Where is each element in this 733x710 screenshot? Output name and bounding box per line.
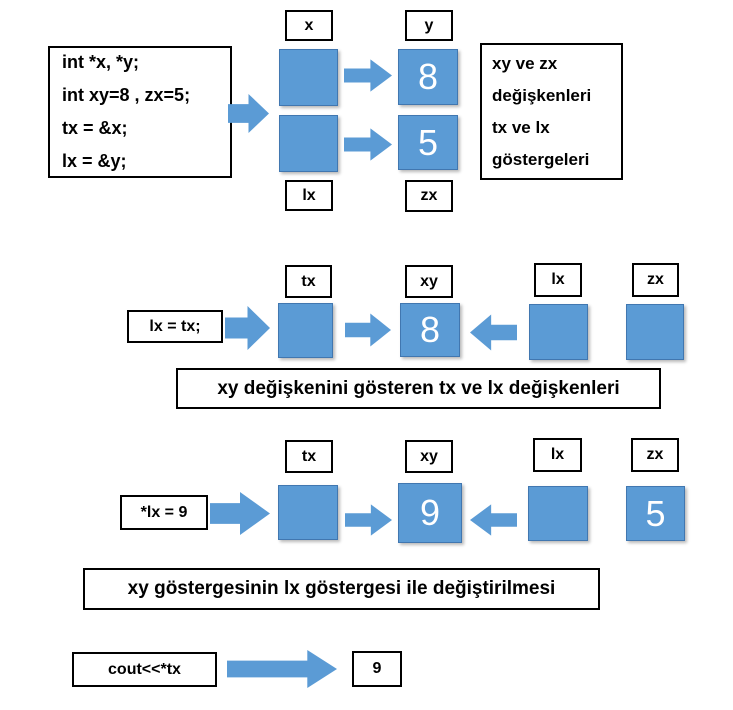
memory-cell-tx bbox=[278, 485, 338, 540]
variable-label-tx: tx bbox=[285, 265, 332, 298]
label-text: lx bbox=[302, 186, 316, 204]
note-line-1: xy ve zx bbox=[492, 53, 558, 73]
pointer-arrow-lx-to-zx-icon bbox=[344, 128, 392, 161]
code-line-1: int *x, *y; bbox=[62, 52, 140, 72]
label-text: zx bbox=[647, 271, 664, 288]
statement-box: *lx = 9 bbox=[120, 495, 208, 530]
label-text: lx bbox=[551, 271, 565, 288]
statement-box: cout<<*tx bbox=[72, 652, 217, 687]
code-box: int *x, *y; int xy=8 , zx=5; tx = &x; lx… bbox=[48, 46, 232, 178]
memory-cell-zx bbox=[626, 304, 684, 360]
note-line-2: değişkenleri bbox=[492, 85, 592, 105]
label-text: xy bbox=[420, 447, 438, 465]
cell-value: 9 bbox=[419, 492, 441, 533]
statement-text: lx = tx; bbox=[149, 317, 201, 335]
variable-label-tx: tx bbox=[285, 440, 333, 473]
pointer-arrow-lx-to-xy-icon bbox=[470, 504, 517, 536]
cell-value: 8 bbox=[417, 56, 439, 97]
label-text: tx bbox=[301, 447, 317, 465]
cell-value: 5 bbox=[645, 492, 666, 534]
statement-text: cout<<*tx bbox=[108, 660, 181, 678]
right-arrow-icon bbox=[210, 492, 270, 535]
variable-label-x: x bbox=[285, 10, 333, 41]
variable-label-xy: xy bbox=[405, 265, 453, 298]
memory-cell-lx bbox=[529, 304, 588, 360]
memory-cell-xy: 9 bbox=[398, 483, 462, 543]
note-line-3: tx ve lx bbox=[492, 117, 550, 137]
label-text: xy bbox=[420, 272, 438, 290]
memory-cell-y: 8 bbox=[398, 49, 458, 105]
cell-value: 5 bbox=[417, 121, 439, 163]
label-text: lx bbox=[550, 446, 565, 463]
result-value: 9 bbox=[372, 660, 382, 677]
code-line-4: lx = &y; bbox=[62, 151, 127, 171]
memory-cell-lx bbox=[528, 486, 588, 541]
variable-label-xy: xy bbox=[405, 440, 453, 473]
statement-text: *lx = 9 bbox=[140, 503, 188, 521]
memory-cell-zx: 5 bbox=[398, 115, 458, 170]
right-arrow-icon bbox=[227, 650, 337, 688]
variable-label-lx: lx bbox=[534, 263, 582, 297]
memory-cell-lx bbox=[279, 115, 338, 172]
right-arrow-icon bbox=[225, 306, 270, 350]
variable-label-zx: zx bbox=[405, 180, 453, 212]
pointer-arrow-tx-to-xy-icon bbox=[345, 504, 392, 536]
label-text: zx bbox=[420, 187, 438, 204]
code-line-2: int xy=8 , zx=5; bbox=[62, 85, 191, 105]
variable-label-lx: lx bbox=[285, 180, 333, 211]
variable-label-zx: zx bbox=[631, 438, 679, 472]
result-box: 9 bbox=[352, 651, 402, 687]
note-line-4: göstergeleri bbox=[492, 149, 590, 169]
label-text: zx bbox=[646, 446, 664, 463]
right-arrow-icon bbox=[228, 94, 269, 133]
variable-label-zx: zx bbox=[632, 263, 679, 297]
caption-text: xy göstergesinin lx göstergesi ile değiş… bbox=[127, 578, 556, 599]
statement-box: lx = tx; bbox=[127, 310, 223, 343]
variable-label-y: y bbox=[405, 10, 453, 41]
label-text: x bbox=[304, 16, 314, 34]
caption-box: xy değişkenini gösteren tx ve lx değişke… bbox=[176, 368, 661, 409]
code-line-3: tx = &x; bbox=[62, 118, 128, 138]
memory-cell-tx bbox=[278, 303, 333, 358]
cell-value: 8 bbox=[419, 309, 441, 350]
pointer-arrow-tx-to-xy-icon bbox=[345, 313, 391, 347]
variable-label-lx: lx bbox=[533, 438, 582, 472]
label-text: tx bbox=[301, 272, 316, 290]
memory-cell-zx: 5 bbox=[626, 486, 685, 541]
caption-box: xy göstergesinin lx göstergesi ile değiş… bbox=[83, 568, 600, 610]
memory-cell-x bbox=[279, 49, 338, 106]
caption-text: xy değişkenini gösteren tx ve lx değişke… bbox=[217, 377, 620, 399]
pointer-arrow-x-to-y-icon bbox=[344, 59, 392, 92]
pointer-arrow-lx-to-xy-icon bbox=[470, 314, 517, 351]
label-text: y bbox=[424, 16, 434, 34]
note-box: xy ve zx değişkenleri tx ve lx göstergel… bbox=[480, 43, 623, 180]
memory-cell-xy: 8 bbox=[400, 303, 460, 357]
